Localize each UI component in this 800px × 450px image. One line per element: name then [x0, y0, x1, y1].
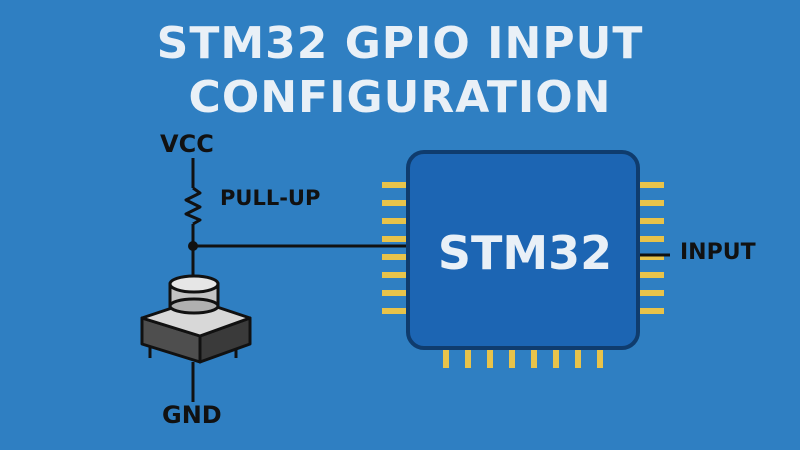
vcc-label: VCC — [160, 130, 214, 158]
input-label: INPUT — [680, 240, 756, 265]
gnd-label: GND — [162, 401, 222, 429]
pullup-label: PULL-UP — [220, 186, 321, 210]
title-line-2: CONFIGURATION — [188, 72, 612, 123]
chip-label: STM32 — [437, 226, 613, 280]
title-line-1: STM32 GPIO INPUT — [156, 18, 644, 69]
push-button-icon — [140, 274, 252, 364]
chip-pins-right — [638, 182, 664, 314]
chip-pins-bottom — [443, 346, 603, 368]
chip-pins-left — [382, 182, 408, 314]
resistor-icon — [184, 186, 202, 226]
microcontroller-chip-icon — [406, 150, 640, 350]
